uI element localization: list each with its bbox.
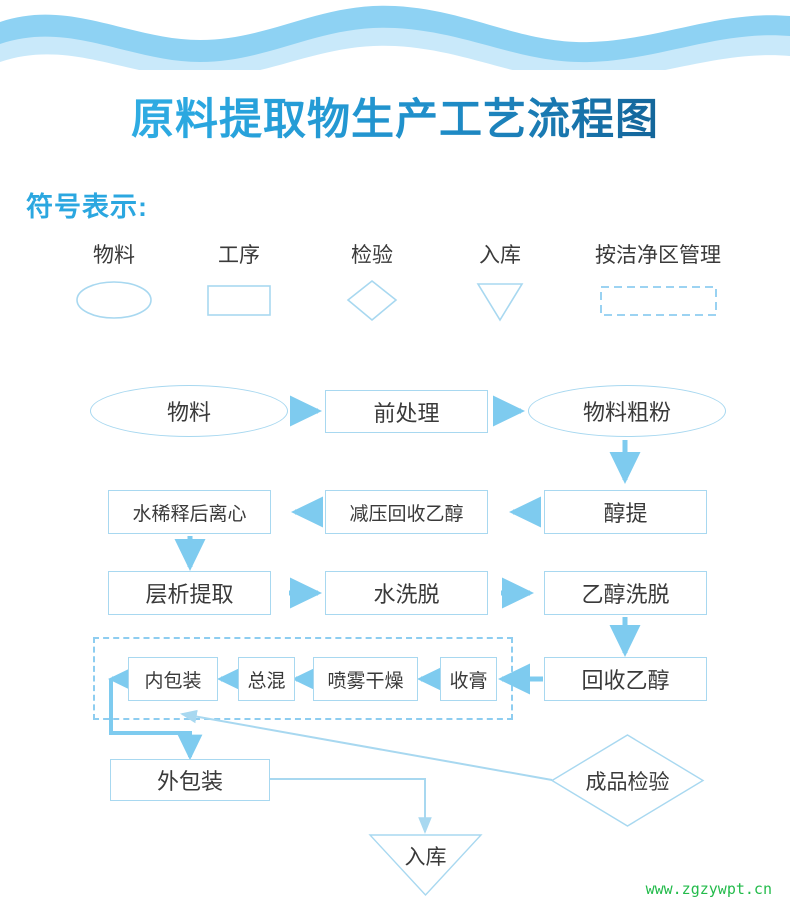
node-neibaozhuang[interactable]: 内包装 — [128, 657, 218, 701]
legend-heading: 符号表示: — [26, 192, 148, 222]
legend-item-process: 工序 — [189, 243, 289, 333]
node-chengpinjianyan-shape[interactable] — [550, 733, 705, 828]
node-zonghun[interactable]: 总混 — [238, 657, 295, 701]
node-chunti[interactable]: 醇提 — [544, 490, 707, 534]
node-shuixishi[interactable]: 水稀释后离心 — [108, 490, 271, 534]
node-ruku-label: 入库 — [404, 846, 447, 869]
diamond-icon — [346, 279, 398, 322]
node-yichunxituo[interactable]: 乙醇洗脱 — [544, 571, 707, 615]
node-ruku-shape[interactable] — [368, 833, 483, 897]
node-qianchuli[interactable]: 前处理 — [325, 390, 488, 433]
triangle-down-icon — [476, 283, 524, 322]
wave-light-band — [0, 27, 790, 70]
legend-label-material: 物料 — [93, 244, 135, 267]
legend-label-inspection: 检验 — [351, 244, 393, 267]
dashed-rectangle-icon — [600, 286, 717, 316]
node-shuixituo[interactable]: 水洗脱 — [325, 571, 488, 615]
node-penwu[interactable]: 喷雾干燥 — [313, 657, 418, 701]
wave-dark-band — [0, 5, 790, 69]
node-wuliaocufen[interactable]: 物料粗粉 — [528, 385, 726, 437]
legend-item-material: 物料 — [64, 243, 164, 333]
legend-item-cleanroom: 按洁净区管理 — [558, 243, 758, 333]
node-cengxi[interactable]: 层析提取 — [108, 571, 271, 615]
watermark: www.zgzywpt.cn — [645, 880, 772, 898]
legend-label-cleanroom: 按洁净区管理 — [595, 244, 721, 267]
node-wuliao[interactable]: 物料 — [90, 385, 288, 437]
node-huishouyichun[interactable]: 回收乙醇 — [544, 657, 707, 701]
wave-decoration — [0, 5, 790, 70]
node-shougao[interactable]: 收膏 — [440, 657, 497, 701]
legend-item-inspection: 检验 — [322, 243, 422, 333]
legend-item-warehouse: 入库 — [450, 243, 550, 333]
node-waibaozhuang[interactable]: 外包装 — [110, 759, 270, 801]
legend-label-warehouse: 入库 — [479, 244, 521, 267]
arrow-waibao-to-ruku — [270, 778, 432, 834]
node-jianyahuishou[interactable]: 减压回收乙醇 — [325, 490, 488, 534]
rectangle-icon — [207, 285, 271, 316]
node-chengpinjianyan-label: 成品检验 — [585, 770, 670, 794]
ellipse-icon — [76, 281, 152, 319]
page-title: 原料提取物生产工艺流程图 — [0, 94, 790, 146]
legend-label-process: 工序 — [218, 244, 260, 267]
